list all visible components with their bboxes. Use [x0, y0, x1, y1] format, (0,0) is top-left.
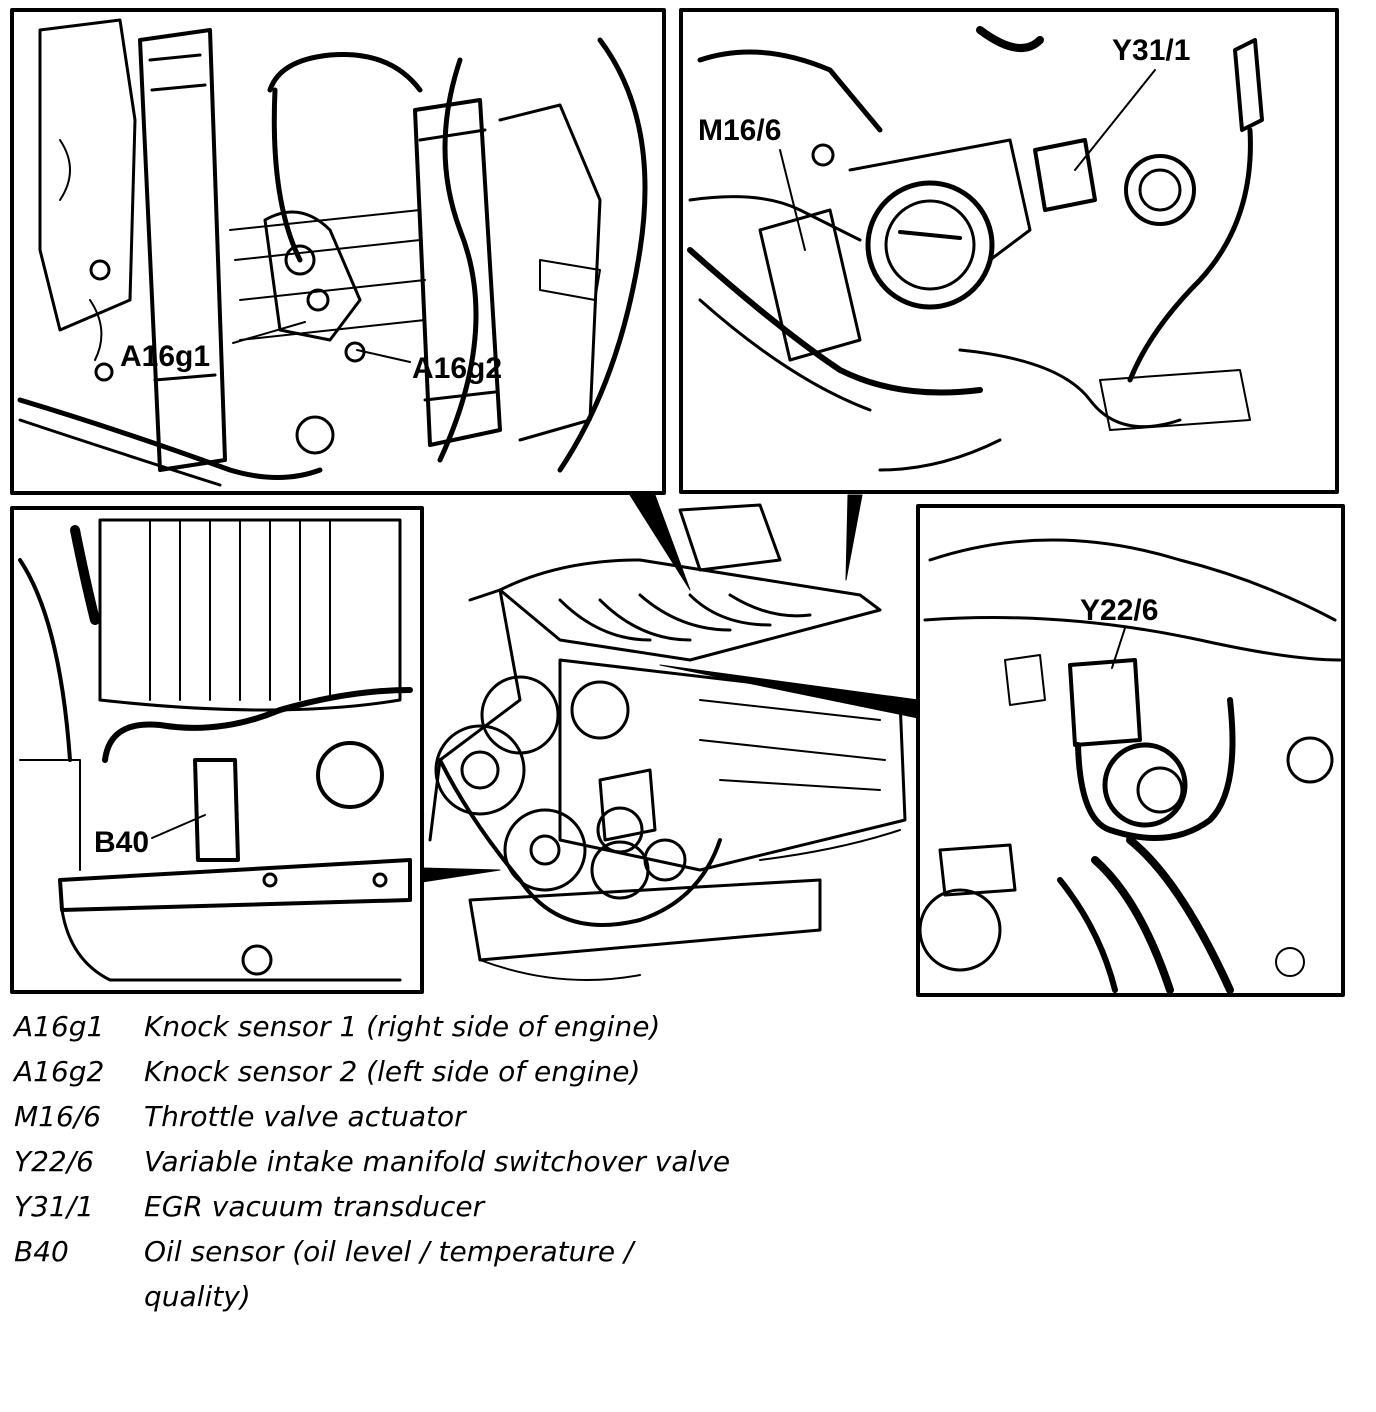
legend-item: B40 Oil sensor (oil level / temperature … — [14, 1229, 734, 1319]
legend-description: Knock sensor 2 (left side of engine) — [144, 1055, 641, 1088]
legend-code: A16g1 — [14, 1010, 105, 1043]
oil-sensor-detail-panel: B40 — [10, 506, 424, 994]
callout-a16g2: A16g2 — [412, 352, 502, 385]
legend-code: B40 — [14, 1235, 69, 1268]
legend-code: M16/6 — [14, 1100, 102, 1133]
legend-code: Y31/1 — [14, 1190, 94, 1223]
legend-code: Y22/6 — [14, 1145, 94, 1178]
legend-description: EGR vacuum transducer — [144, 1190, 485, 1223]
legend-description: Variable intake manifold switchover valv… — [144, 1145, 731, 1178]
legend-item: Y31/1 EGR vacuum transducer — [14, 1184, 734, 1229]
legend-item: M16/6 Throttle valve actuator — [14, 1094, 734, 1139]
legend-code: A16g2 — [14, 1055, 105, 1088]
callout-b40: B40 — [94, 826, 149, 859]
legend-description: Knock sensor 1 (right side of engine) — [144, 1010, 661, 1043]
engine-overview-illustration — [421, 494, 919, 981]
throttle-egr-detail-panel: Y31/1 M16/6 — [679, 8, 1339, 494]
callout-y31-1: Y31/1 — [1112, 34, 1190, 67]
knock-sensor-detail-panel: A16g1 A16g2 — [10, 8, 666, 495]
legend-item: Y22/6 Variable intake manifold switchove… — [14, 1139, 734, 1184]
engine-component-locator-figure: A16g1 A16g2 Y31/1 M16/6 — [10, 8, 1345, 997]
callout-y22-6: Y22/6 — [1080, 594, 1158, 627]
callout-a16g1: A16g1 — [120, 340, 210, 373]
callout-m16-6: M16/6 — [698, 114, 781, 147]
legend-description: Throttle valve actuator — [144, 1100, 466, 1133]
legend-item: A16g2 Knock sensor 2 (left side of engin… — [14, 1049, 734, 1094]
legend-description: Oil sensor (oil level / temperature / qu… — [144, 1235, 634, 1313]
intake-switchover-valve-detail-panel: Y22/6 — [916, 504, 1345, 997]
legend-item: A16g1 Knock sensor 1 (right side of engi… — [14, 1004, 734, 1049]
component-legend: A16g1 Knock sensor 1 (right side of engi… — [14, 1004, 734, 1319]
